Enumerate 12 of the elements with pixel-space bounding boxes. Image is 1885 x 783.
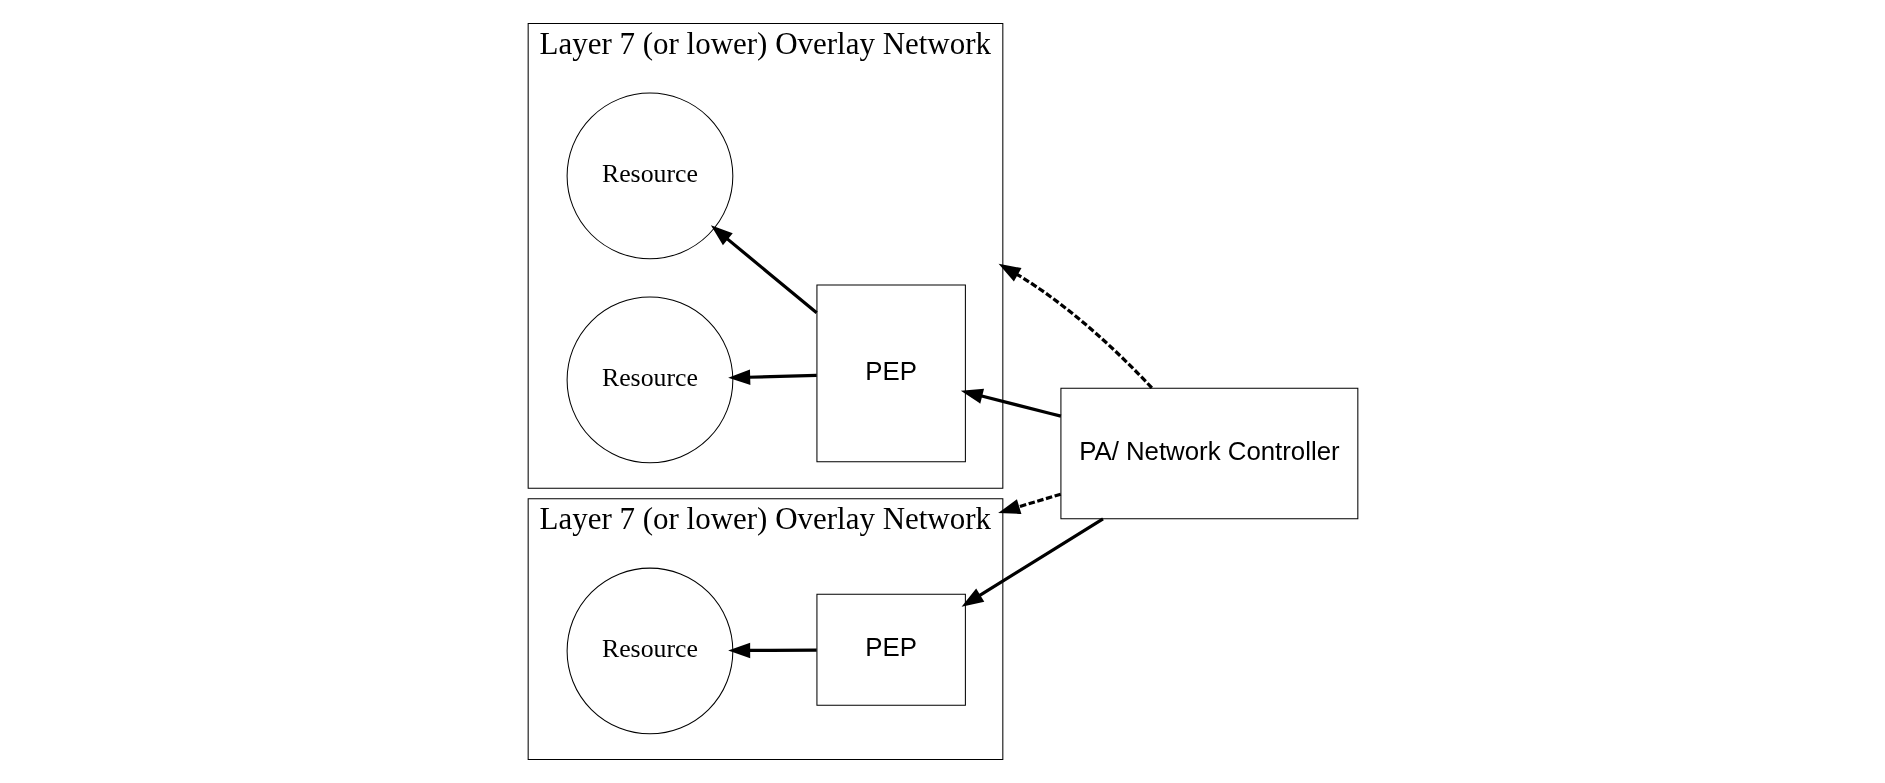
node-circle: Resource	[566, 567, 733, 735]
arrow	[727, 642, 817, 659]
arrow	[710, 225, 818, 315]
node-box: PEP	[815, 593, 966, 706]
node-box: PA/ Network Controller	[1059, 387, 1358, 520]
arrow	[961, 517, 1104, 607]
arrow	[998, 263, 1153, 389]
arrow	[997, 492, 1061, 514]
arrow	[960, 388, 1061, 418]
node-box: PEP	[815, 284, 966, 463]
node-circle: Resource	[566, 296, 733, 464]
arrow	[727, 369, 817, 385]
